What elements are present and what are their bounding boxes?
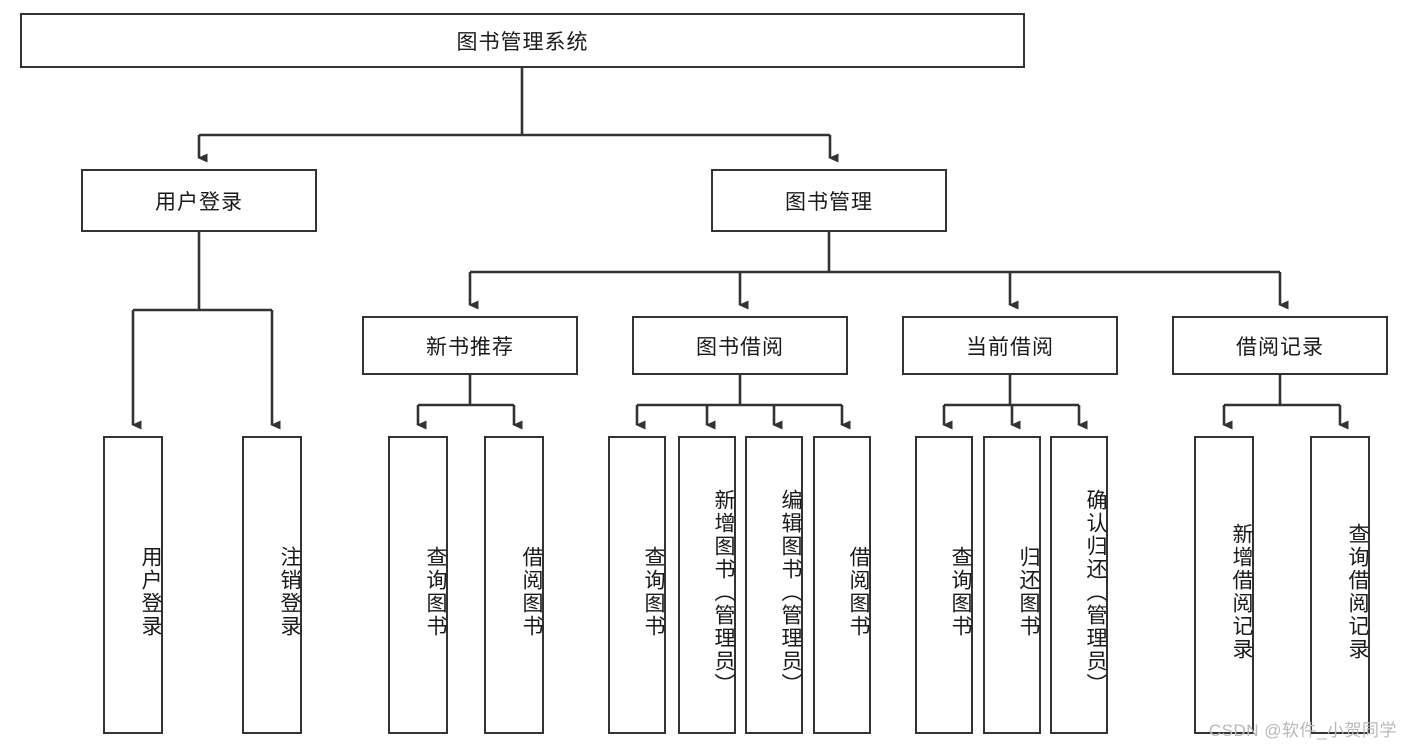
node-leaf-add-book-label: 新增图书（管理员） bbox=[712, 488, 735, 696]
node-leaf-user-logout-label: 注销登录 bbox=[278, 546, 301, 638]
node-borrow-record[interactable]: 借阅记录 bbox=[1172, 316, 1388, 375]
node-leaf-borrow-book-1[interactable]: 借阅图书 bbox=[484, 436, 544, 734]
node-leaf-query-book-2[interactable]: 查询图书 bbox=[608, 436, 666, 734]
node-leaf-add-record[interactable]: 新增借阅记录 bbox=[1194, 436, 1254, 734]
node-root-label: 图书管理系统 bbox=[456, 30, 589, 54]
node-current-borrow[interactable]: 当前借阅 bbox=[902, 316, 1118, 375]
node-leaf-borrow-book-2[interactable]: 借阅图书 bbox=[813, 436, 871, 734]
node-leaf-query-record-label: 查询借阅记录 bbox=[1346, 523, 1369, 661]
node-leaf-confirm-return-label: 确认归还（管理员） bbox=[1084, 488, 1107, 696]
node-leaf-add-book[interactable]: 新增图书（管理员） bbox=[678, 436, 736, 734]
node-new-book-rec-label: 新书推荐 bbox=[426, 335, 514, 359]
node-leaf-add-record-label: 新增借阅记录 bbox=[1230, 523, 1253, 661]
node-leaf-confirm-return[interactable]: 确认归还（管理员） bbox=[1050, 436, 1108, 734]
node-book-borrow-label: 图书借阅 bbox=[696, 335, 784, 359]
node-book-manage-label: 图书管理 bbox=[785, 190, 873, 214]
node-leaf-user-login[interactable]: 用户登录 bbox=[103, 436, 163, 734]
node-new-book-rec[interactable]: 新书推荐 bbox=[362, 316, 578, 375]
node-leaf-borrow-book-2-label: 借阅图书 bbox=[847, 546, 870, 638]
node-leaf-query-book-3-label: 查询图书 bbox=[949, 546, 972, 638]
node-leaf-return-book[interactable]: 归还图书 bbox=[983, 436, 1041, 734]
node-leaf-query-book-1[interactable]: 查询图书 bbox=[388, 436, 448, 734]
node-leaf-query-book-1-label: 查询图书 bbox=[424, 546, 447, 638]
node-leaf-return-book-label: 归还图书 bbox=[1017, 546, 1040, 638]
node-root[interactable]: 图书管理系统 bbox=[20, 13, 1025, 68]
node-leaf-query-record[interactable]: 查询借阅记录 bbox=[1310, 436, 1370, 734]
node-book-manage[interactable]: 图书管理 bbox=[711, 169, 947, 232]
node-leaf-edit-book[interactable]: 编辑图书（管理员） bbox=[745, 436, 803, 734]
node-user-login[interactable]: 用户登录 bbox=[81, 169, 317, 232]
node-user-login-label: 用户登录 bbox=[155, 190, 243, 214]
node-leaf-borrow-book-1-label: 借阅图书 bbox=[520, 546, 543, 638]
node-borrow-record-label: 借阅记录 bbox=[1236, 335, 1324, 359]
node-leaf-edit-book-label: 编辑图书（管理员） bbox=[779, 488, 802, 696]
node-leaf-query-book-2-label: 查询图书 bbox=[642, 546, 665, 638]
node-leaf-user-login-label: 用户登录 bbox=[139, 546, 162, 638]
node-leaf-query-book-3[interactable]: 查询图书 bbox=[915, 436, 973, 734]
watermark: CSDN @软件_小贺同学 bbox=[1208, 721, 1397, 740]
node-current-borrow-label: 当前借阅 bbox=[966, 335, 1054, 359]
node-book-borrow[interactable]: 图书借阅 bbox=[632, 316, 848, 375]
node-leaf-user-logout[interactable]: 注销登录 bbox=[242, 436, 302, 734]
